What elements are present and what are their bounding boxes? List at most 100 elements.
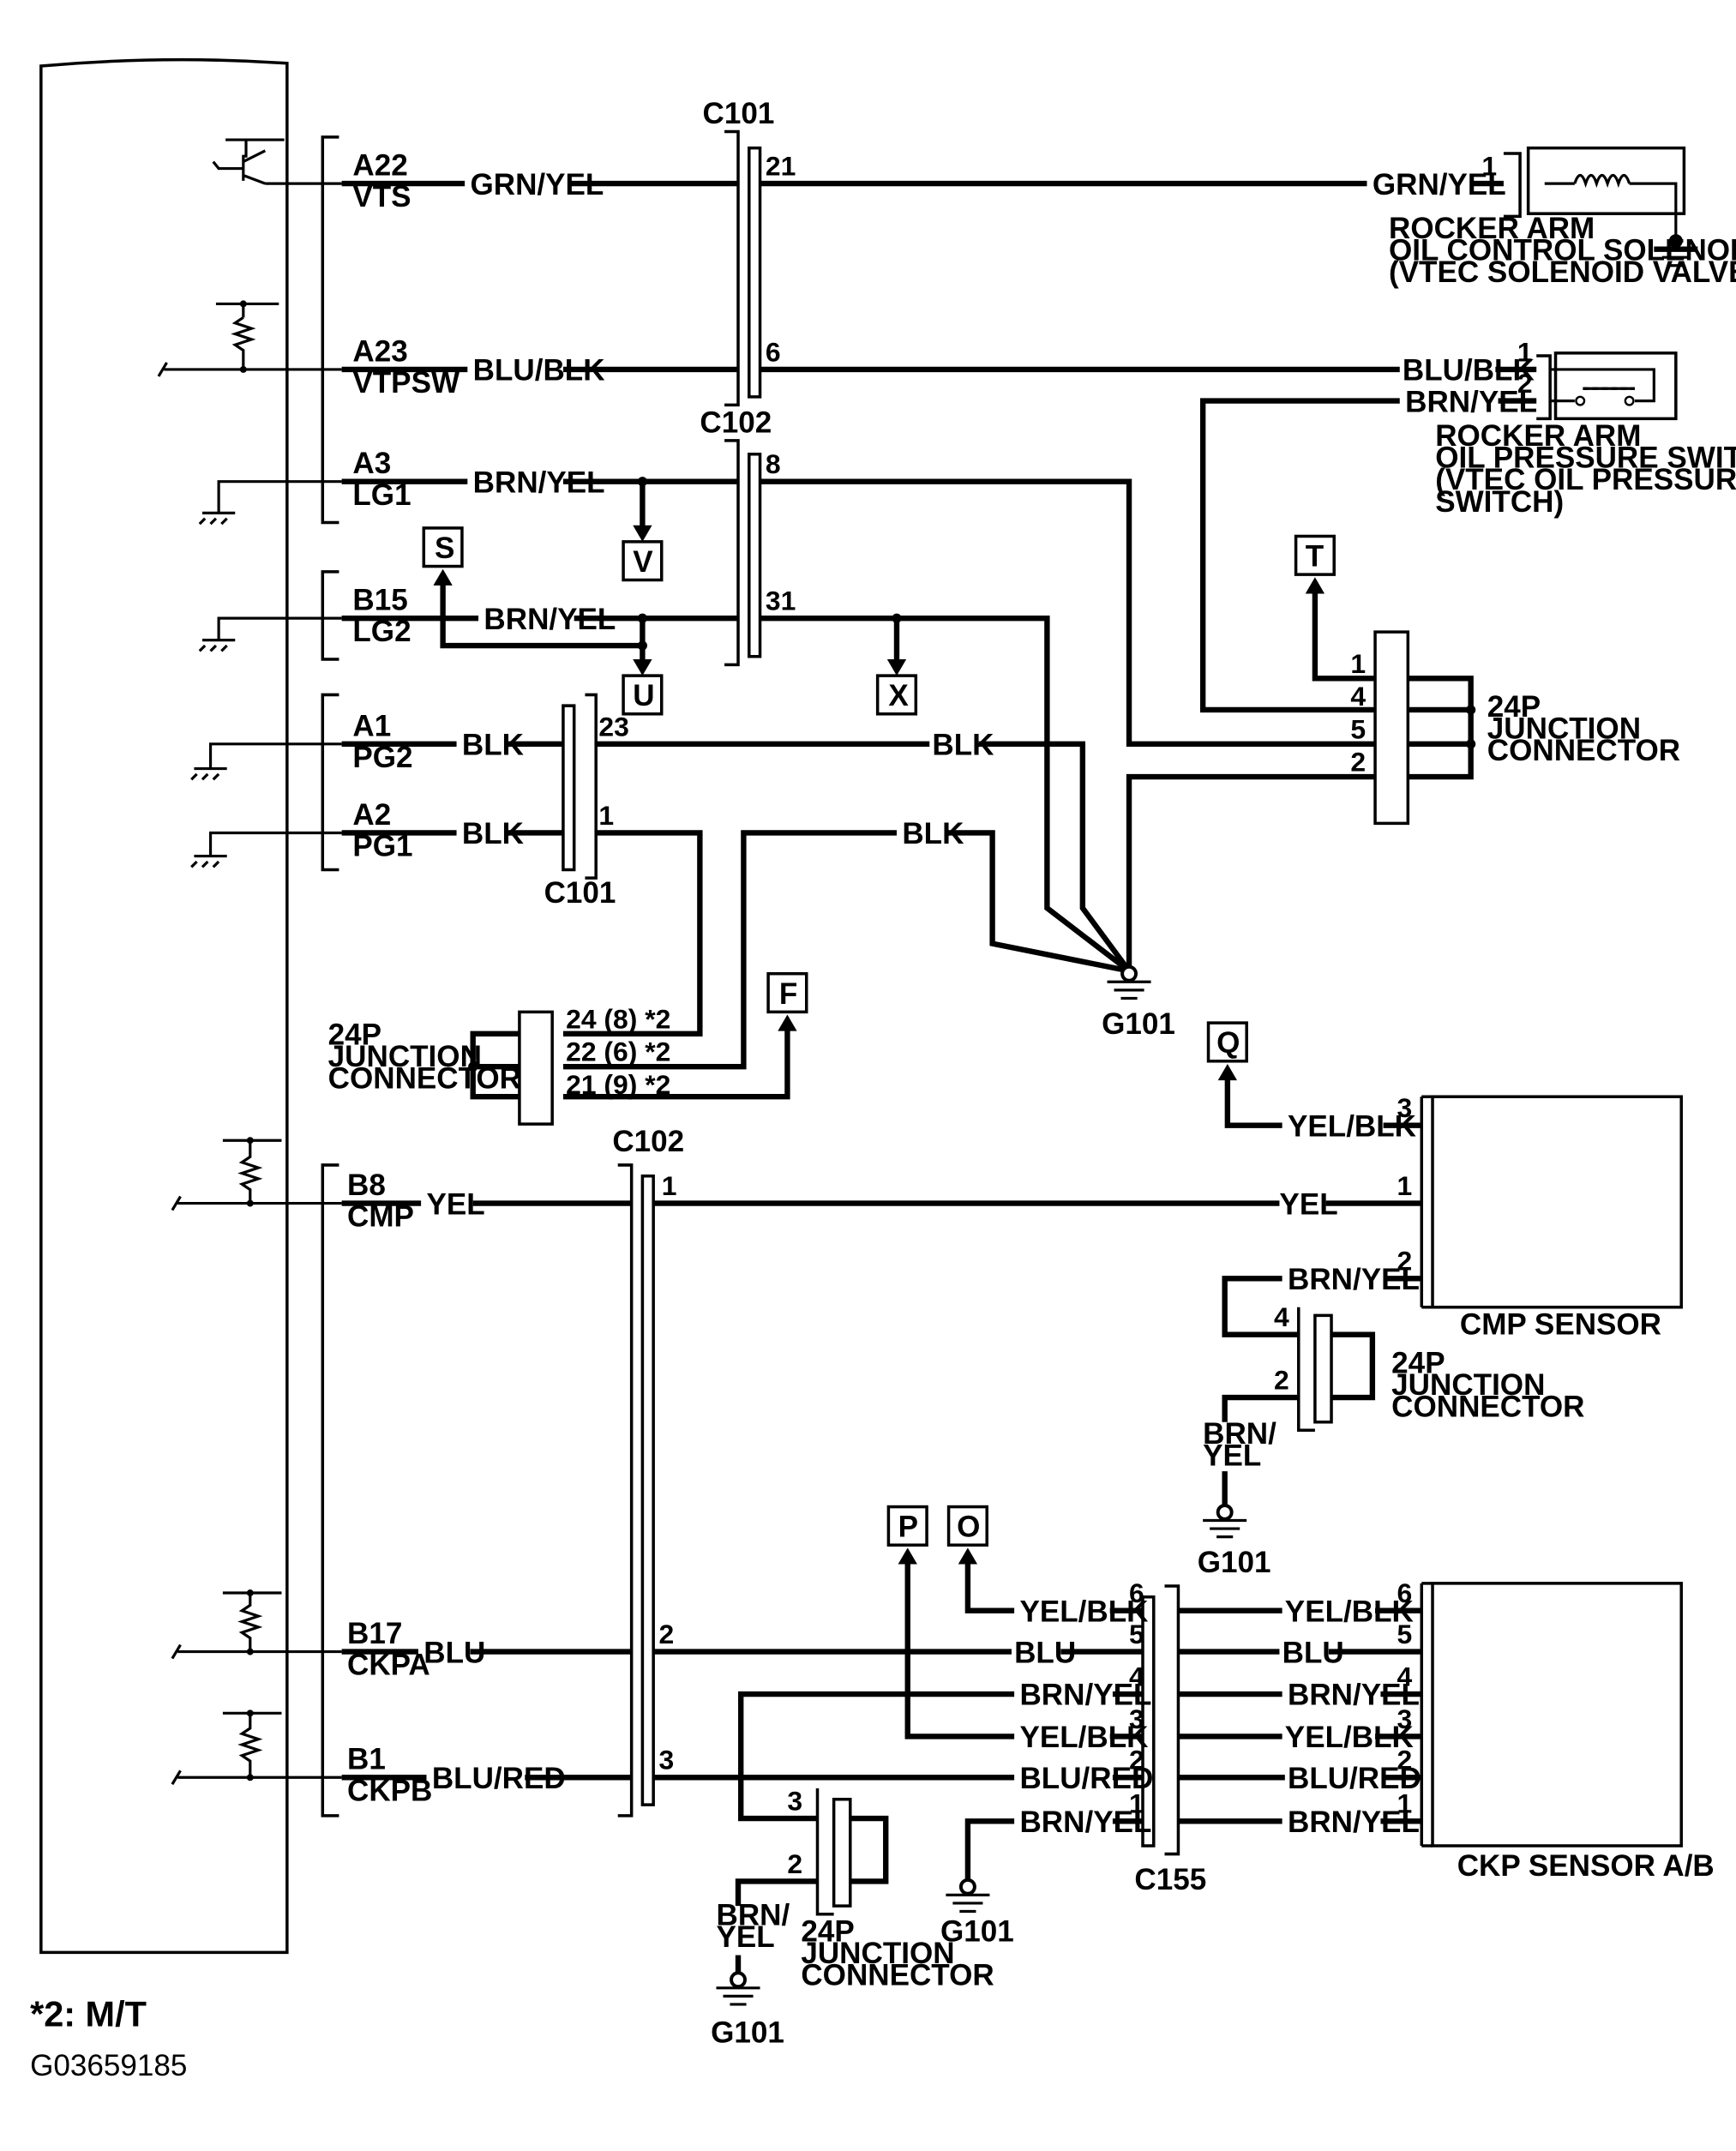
pin-number: 4 <box>1397 1661 1413 1691</box>
offpage-ref-box: T <box>1294 534 1336 576</box>
pin-number: 5 <box>1129 1619 1144 1649</box>
pin-number: 3 <box>787 1786 802 1817</box>
wire-color: YEL <box>1279 1187 1337 1221</box>
pin-number: 6 <box>1397 1577 1413 1608</box>
junction-label: 24P <box>801 1915 854 1949</box>
svg-text:U: U <box>633 679 654 712</box>
ground-label: G101 <box>940 1915 1014 1949</box>
pin-number: 2 <box>1397 1246 1413 1277</box>
offpage-ref-box: U <box>622 674 664 716</box>
svg-text:S: S <box>435 532 454 565</box>
pin-number: 21 (9) *2 <box>566 1069 670 1100</box>
wire-color: BRN/ <box>1203 1417 1276 1451</box>
inline-connectors: C101 C102 C101 C102 C155 <box>544 97 1207 1896</box>
svg-text:V: V <box>633 545 653 579</box>
wire-color: BLU <box>423 1636 485 1669</box>
junction-label: JUNCTION <box>1391 1368 1545 1402</box>
offpage-ref-box: P <box>886 1505 928 1547</box>
pin-number: 1 <box>1397 1170 1413 1201</box>
ground-label: G101 <box>1102 1007 1175 1041</box>
connector-label: C101 <box>703 97 775 130</box>
offpage-ref-box: Q <box>1206 1021 1248 1063</box>
component-label: (VTEC OIL PRESSURE <box>1435 463 1736 496</box>
terminal-pin: B8 <box>347 1169 386 1202</box>
svg-text:F: F <box>779 977 797 1011</box>
offpage-ref-box: F <box>766 971 808 1014</box>
wire-color: BLK <box>932 729 994 762</box>
offpage-references: S V U X F T Q P <box>422 526 1336 1547</box>
offpage-ref-box: X <box>875 674 918 716</box>
ecm-terminal-labels: A22 VTS A23 VTPSW A3 LG1 B15 LG2 A1 PG2 … <box>347 149 460 1808</box>
junction-label: CONNECTOR <box>328 1062 521 1096</box>
pin-number: 4 <box>1350 681 1366 712</box>
pin-number: 1 <box>662 1170 677 1201</box>
component-label: SWITCH) <box>1435 485 1564 519</box>
pin-number: 1 <box>1350 648 1366 679</box>
junction-label: CONNECTOR <box>801 1959 994 1992</box>
pin-number: 21 <box>766 151 796 182</box>
wire-color: YEL/BLK <box>1285 1595 1414 1628</box>
wire-color: BRN/YEL <box>1288 1806 1420 1839</box>
wire-color: YEL/BLK <box>1019 1721 1148 1754</box>
pin-number: 24 (8) *2 <box>566 1003 670 1034</box>
wire-color: BLU/BLK <box>1403 354 1535 388</box>
wire-color: BRN/YEL <box>1019 1806 1151 1839</box>
ckp-circuit: BLU BLU BLU 2 5 5 BLU/RED BLU/RED BLU/RE… <box>341 1547 1715 2050</box>
offpage-ref-box: S <box>422 526 464 568</box>
oil-pressure-switch: ROCKER ARM OIL PRESSURE SWITCH (VTEC OIL… <box>1435 351 1736 519</box>
pin-number: 1 <box>598 800 614 831</box>
pin-number: 22 (6) *2 <box>566 1036 670 1067</box>
wire-color: BRN/YEL <box>1288 1679 1420 1712</box>
connector-label: C101 <box>544 876 616 910</box>
junction-label: 24P <box>1487 690 1541 724</box>
wire-color: BLK <box>462 729 524 762</box>
wire-color: BLU/RED <box>1019 1762 1153 1795</box>
pin-number: 3 <box>1397 1703 1413 1734</box>
pin-number: 6 <box>1129 1577 1144 1608</box>
component-label: CMP SENSOR <box>1460 1308 1661 1342</box>
ecm-internal-symbols <box>157 138 342 1786</box>
svg-text:P: P <box>898 1511 918 1544</box>
junction-label: JUNCTION <box>328 1040 482 1073</box>
junction-label: JUNCTION <box>801 1937 954 1970</box>
wire-color: BRN/ <box>717 1898 790 1932</box>
ground-label: G101 <box>1198 1546 1271 1579</box>
svg-text:X: X <box>888 679 909 712</box>
svg-text:Q: Q <box>1216 1026 1240 1060</box>
pin-number: 1 <box>1517 336 1533 367</box>
junction-label: 24P <box>1391 1346 1445 1379</box>
figure-id: G03659185 <box>30 2049 187 2082</box>
wire-color: BLU <box>1014 1636 1076 1669</box>
wire-color: BRN/YEL <box>1019 1679 1151 1712</box>
pin-number: 4 <box>1129 1661 1144 1691</box>
connector-label: C155 <box>1134 1863 1206 1896</box>
junction-connector-upper: 1 4 5 2 24P JUNCTION CONNECTOR <box>1350 630 1680 826</box>
wire-color: BLK <box>902 817 964 850</box>
wire-color: BRN/YEL <box>1405 385 1537 418</box>
svg-text:O: O <box>957 1511 980 1544</box>
connector-label: C102 <box>700 406 772 439</box>
wire-color: BLU <box>1282 1636 1344 1669</box>
terminal-pin: A22 <box>352 149 407 183</box>
terminal-pin: B17 <box>347 1617 402 1650</box>
terminal-pin: A2 <box>352 798 391 832</box>
component-label: OIL PRESSURE SWITCH <box>1435 442 1736 475</box>
ground-g101-upper: G101 <box>1102 964 1175 1041</box>
wires-upper: GRN/YEL GRN/YEL 21 1 BLU/BLK BLU/BLK 6 1… <box>341 151 1537 1100</box>
terminal-pin: A1 <box>352 709 391 742</box>
wire-color: YEL <box>717 1920 775 1954</box>
wire-color: YEL/BLK <box>1285 1721 1414 1754</box>
junction-label: 24P <box>328 1018 381 1052</box>
svg-text:T: T <box>1306 540 1325 574</box>
wire-color: YEL <box>1203 1439 1261 1473</box>
pin-number: 2 <box>1274 1364 1289 1395</box>
pin-number: 2 <box>659 1619 675 1649</box>
pin-number: 5 <box>1397 1619 1413 1649</box>
pin-number: 2 <box>1397 1745 1413 1775</box>
wire-color: YEL/BLK <box>1288 1109 1416 1143</box>
component-label: OIL CONTROL SOLENOID <box>1389 233 1736 267</box>
junction-label: CONNECTOR <box>1487 734 1680 767</box>
pin-number: 3 <box>1129 1703 1144 1734</box>
